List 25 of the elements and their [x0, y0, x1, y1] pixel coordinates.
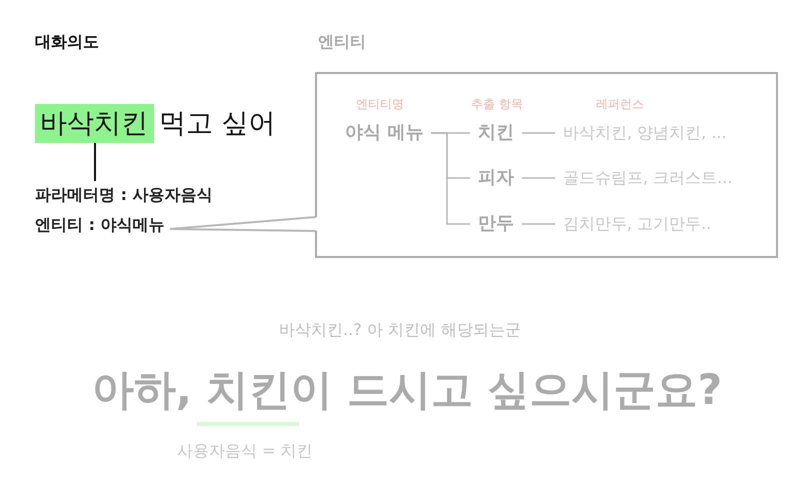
entity-text: 엔티티 : 야식메뉴 — [35, 211, 171, 239]
section-heading: 대화의도 — [35, 31, 99, 53]
reference-text: 김치만두, 고기만두.. — [555, 211, 720, 237]
entity-name: 야식 메뉴 — [337, 120, 432, 146]
tree-connector — [431, 132, 470, 225]
reference-text: 바삭치킨, 양념치킨, ... — [555, 120, 735, 146]
column-header: 레퍼런스 — [596, 96, 644, 113]
callout-tail — [169, 216, 317, 232]
extracted-item: 치킨 — [470, 120, 522, 146]
utterance-text: 먹고 싶어 — [159, 107, 276, 141]
reference-text: 골드슈림프, 크러스트... — [555, 165, 740, 191]
response-text: 아하, 치킨이 드시고 싶으시군요? — [92, 364, 722, 416]
connector-line — [522, 132, 555, 134]
extracted-item: 만두 — [470, 211, 522, 237]
leader-line — [94, 143, 96, 181]
thought-text: 바삭치킨..? 아 치킨에 해당되는군 — [279, 319, 521, 341]
column-header: 엔티티명 — [356, 96, 404, 113]
connector-line — [522, 223, 555, 225]
extracted-item: 피자 — [470, 165, 522, 191]
parameter-value-text: 사용자음식 = 치킨 — [177, 440, 313, 462]
connector-line — [522, 177, 555, 179]
section-heading: 엔티티 — [318, 31, 366, 53]
parameter-text: 파라메터명 : 사용자음식 — [35, 181, 213, 209]
highlighted-keyword: 바삭치킨 — [35, 104, 154, 143]
column-header: 추출 항목 — [471, 96, 523, 113]
